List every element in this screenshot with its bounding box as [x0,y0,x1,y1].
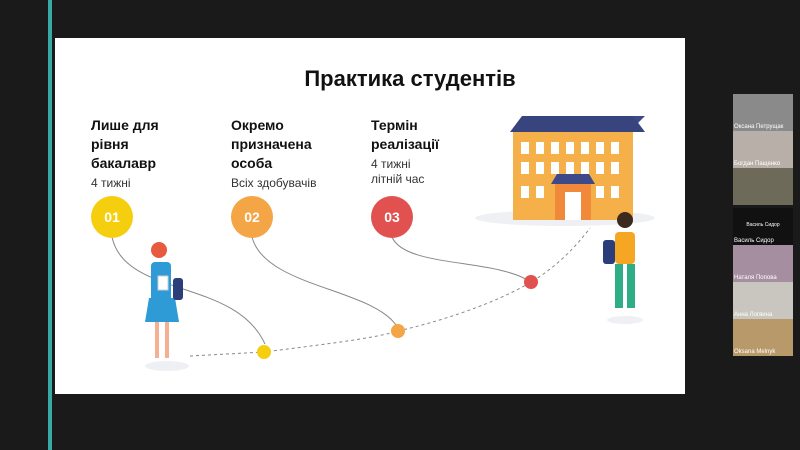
participant-video[interactable]: Богдан Пащенко [733,131,793,168]
slide-title: Практика студентів [304,66,516,91]
timeline-dot [257,345,271,359]
step-3: Термін реалізації 4 тижні літній час [371,116,511,187]
step-detail: літній час [371,172,425,186]
participant-name: Наталя Попова [734,275,777,281]
participant-video[interactable]: Oksana Melnyk [733,319,793,356]
participant-center-name: Василь Сидор [746,222,780,228]
step-heading: Окремо призначена особа [231,117,312,171]
participant-name: Богдан Пащенко [734,161,781,167]
participant-name: Анна Логвина [734,312,773,318]
step-number-badge: 01 [91,196,133,238]
participant-name: Оксана Петрущак [734,124,784,130]
participant-name: Oksana Melnyk [734,349,776,355]
step-detail: Всіх здобувачів [231,176,317,190]
participant-video[interactable]: Оксана Петрущак [733,94,793,131]
school-building-illustration [475,116,655,226]
connector-line [251,236,399,329]
timeline-dot [524,275,538,289]
connector-line [391,236,532,283]
window-edge [48,0,52,450]
female-student-illustration [145,242,189,371]
participant-video[interactable]: Наталя Попова [733,245,793,282]
step-1: Лише для рівня бакалавр 4 тижні [91,116,231,191]
step-number-badge: 03 [371,196,413,238]
presentation-slide: Практика студентів Лише для рівня бакала… [55,38,685,394]
timeline-dashed [189,227,591,357]
step-heading: Термін реалізації [371,117,439,152]
timeline-dot [391,324,405,338]
step-heading: Лише для рівня бакалавр [91,117,159,171]
path-lines [111,116,655,371]
step-number-badge: 02 [231,196,273,238]
connector-line [111,236,266,345]
step-detail: 4 тижні [371,157,411,171]
step-detail: 4 тижні [91,176,131,190]
male-student-illustration [603,212,643,324]
participant-video[interactable]: Анна Логвина [733,282,793,319]
step-2: Окремо призначена особа Всіх здобувачів [231,116,371,191]
participant-video[interactable] [733,168,793,205]
participant-name: Василь Сидор [734,238,774,244]
